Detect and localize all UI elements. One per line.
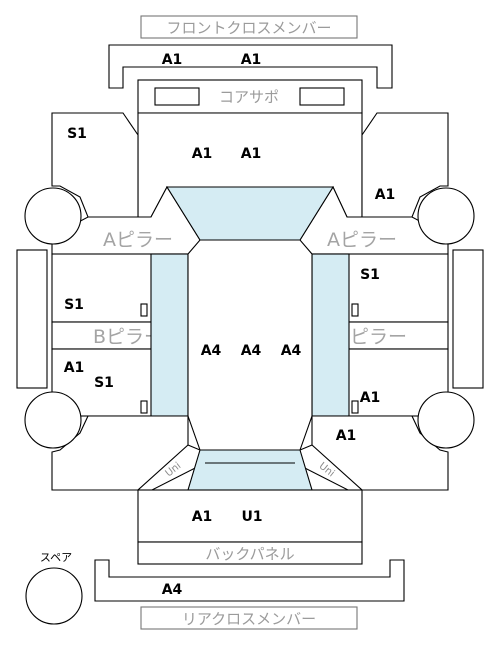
core-support-label: コアサポ [219,88,279,106]
right-rear-door-handle [351,400,359,414]
rear-left-tire [24,391,82,449]
left-side-windows [150,253,189,417]
rear-cross-member [94,559,405,602]
left-rocker-panel [16,249,48,389]
right-rear-quarter [311,415,449,491]
right-front-fender-code: A1 [375,187,396,203]
left-b-pillar-label: Bピラー [93,326,163,348]
right-front-door-code: S1 [360,267,380,283]
hood-code-left: A1 [192,146,213,162]
roof-code-right: A4 [281,343,302,359]
hood-code-right: A1 [241,146,262,162]
left-headlight [154,87,200,106]
left-front-door-handle [140,303,148,317]
trunk-code-right: U1 [241,509,262,525]
right-rocker-panel [452,249,484,389]
rear-right-tire [417,391,475,449]
left-rear-quarter [51,415,189,491]
left-rear-corner [136,444,206,491]
right-rear-door-code: A1 [360,390,381,406]
left-rear-door-code-a: A1 [64,360,85,376]
right-rear-corner [294,444,364,491]
trunk-code-left: A1 [192,509,213,525]
right-a-pillar-label: Aピラー [327,229,397,251]
left-rear-door-code-b: S1 [94,375,114,391]
left-front-fender-code: S1 [67,126,87,142]
right-front-fender [361,112,449,218]
spare-label: スペア [40,551,72,564]
spare-tire [25,567,83,625]
rear-cross-member-box [140,606,358,630]
front-cross-code-left: A1 [162,52,183,68]
front-cross-member-label: フロントクロスメンバー [166,19,331,37]
right-b-pillar-label: Bピラー [337,326,407,348]
front-cross-member-box [140,15,358,39]
front-cross-member [108,44,393,89]
front-cross-code-right: A1 [241,52,262,68]
front-left-tire [24,187,82,245]
right-side-windows [311,253,350,417]
rear-cross-code: A4 [162,582,183,598]
back-panel [137,541,363,565]
right-headlight [299,87,345,106]
right-rear-quarter-code: A1 [336,428,357,444]
back-panel-label: バックパネル [205,545,294,563]
right-front-door-handle [351,303,359,317]
left-front-door-code: S1 [64,297,84,313]
front-right-tire [417,187,475,245]
rear-window [187,449,313,491]
trunk [137,489,363,543]
roof-code-left: A4 [201,343,222,359]
left-rear-door-handle [140,400,148,414]
left-a-pillar-label: Aピラー [103,229,173,251]
roof-code-center: A4 [241,343,262,359]
rear-cross-member-label: リアクロスメンバー [182,610,316,628]
